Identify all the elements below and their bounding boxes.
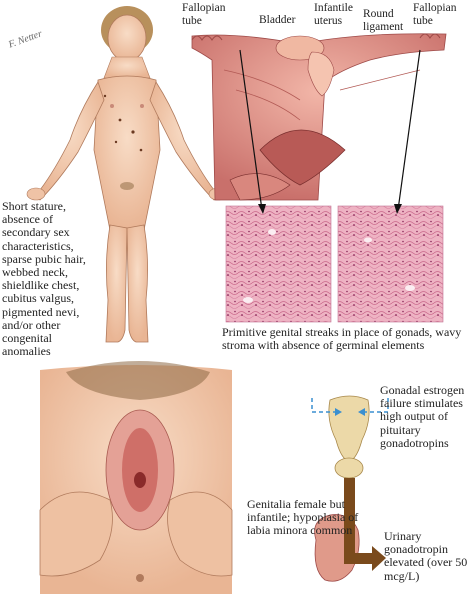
label-round-ligament: Round ligament <box>363 8 404 33</box>
label-infantile-uterus: Infantile uterus <box>314 2 353 27</box>
label-fallopian-tube-left: Fallopian tube <box>182 2 226 27</box>
uterus-illustration <box>191 33 447 201</box>
caption-estrogen-failure: Gonadal estrogen failure stimulates high… <box>380 383 465 450</box>
caption-genitalia: Genitalia female but infantile; hypoplas… <box>247 497 359 538</box>
streak-arrows <box>239 49 421 214</box>
label-fallopian-tube-right: Fallopian tube <box>413 2 457 27</box>
label-bladder: Bladder <box>259 14 296 26</box>
dashed-feedback-lines <box>311 398 389 416</box>
histology-panels <box>225 205 444 323</box>
caption-urinary-gonadotropin: Urinary gonadotropin elevated (over 50 m… <box>384 529 468 583</box>
genitalia-illustration <box>39 361 233 594</box>
caption-body-features: Short stature, absence of secondary sex … <box>2 199 86 359</box>
caption-genital-streaks: Primitive genital streaks in place of go… <box>222 325 462 353</box>
figure-illustration <box>26 6 228 343</box>
gonadotropin-arrow <box>344 478 386 571</box>
pituitary-illustration <box>328 395 370 479</box>
